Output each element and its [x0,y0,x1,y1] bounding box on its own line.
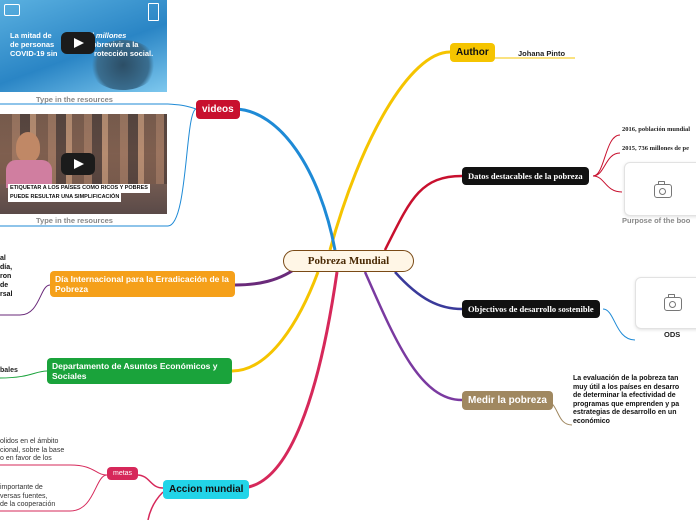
edge-objetivos-ods [602,308,636,341]
datos-item-1[interactable]: 2016, población mundial [622,126,691,133]
edge-videos-v1 [167,103,197,110]
metas-node[interactable]: metas [107,467,139,480]
dia-text: al día, ron de rsal [0,255,13,298]
un-logo-icon [4,4,20,16]
edge-videos-v2 [167,108,197,227]
metas-text-2: importante de versas fuentes, de la coop… [0,484,56,508]
ods-photo-card[interactable] [635,277,696,329]
play-button-icon[interactable] [61,32,95,54]
datos-photo-caption: Purpose of the boo [622,216,691,225]
videos-node[interactable]: videos [196,100,240,119]
camera-icon [654,181,672,198]
edge-datos-1 [592,134,621,177]
medir-node[interactable]: Medir la pobreza [462,391,553,410]
edge-datos [383,174,463,251]
video-2-caption[interactable]: Type in the resources [36,216,113,225]
edge-departamento-text [0,370,48,379]
person-clothing-graphic [6,160,52,188]
edge-objetivos [394,271,463,311]
ods-caption: ODS [664,330,681,339]
metas-text-1: olidos en el ámbito cional, sobre la bas… [0,438,65,462]
edge-author [328,50,451,251]
edge-accion [239,271,339,490]
video-2-overlay-text: ETIQUETAR A LOS PAÍSES COMO RICOS Y POBR… [8,184,150,202]
camera-icon [664,294,682,311]
accion-node[interactable]: Accion mundial [163,480,250,499]
edge-accion-down [147,491,164,520]
video-1-caption[interactable]: Type in the resources [36,95,113,104]
un-emblem-icon [148,3,159,21]
medir-text: La evaluación de la pobreza tan muy útil… [573,375,680,425]
edge-videos [234,107,337,251]
edge-metas-1 [0,464,108,476]
edge-datos-2 [592,152,621,177]
edge-departamento [231,271,320,373]
central-topic[interactable]: Pobreza Mundial [283,250,414,272]
objetivos-node[interactable]: Objectivos de desarrollo sostenible [462,300,600,318]
datos-photo-card[interactable] [624,162,696,216]
dia-node[interactable]: Día Internacional para la Erradicación d… [50,271,235,297]
departamento-text: bales [0,367,18,374]
edge-metas-2 [0,474,108,512]
datos-node[interactable]: Datos destacables de la pobreza [462,167,589,185]
departamento-node[interactable]: Departamento de Asuntos Económicos y Soc… [47,358,232,384]
person-graphic [16,132,40,162]
video-1-overlay-text: La mitad de mil millones de personas sob… [10,31,154,58]
author-name[interactable]: Johana Pinto [518,49,566,58]
edge-medir [363,271,463,402]
author-node[interactable]: Author [450,43,495,62]
video-thumbnail-1[interactable]: La mitad de mil millones de personas sob… [0,0,167,92]
edge-dia-text [0,284,51,316]
datos-item-2[interactable]: 2015, 736 millones de pe [622,145,689,152]
video-thumbnail-2[interactable]: ETIQUETAR A LOS PAÍSES COMO RICOS Y POBR… [0,114,167,214]
edge-datos-3 [592,175,623,193]
virus-graphic [88,40,158,90]
play-button-icon[interactable] [61,153,95,175]
edge-metas [136,474,164,489]
